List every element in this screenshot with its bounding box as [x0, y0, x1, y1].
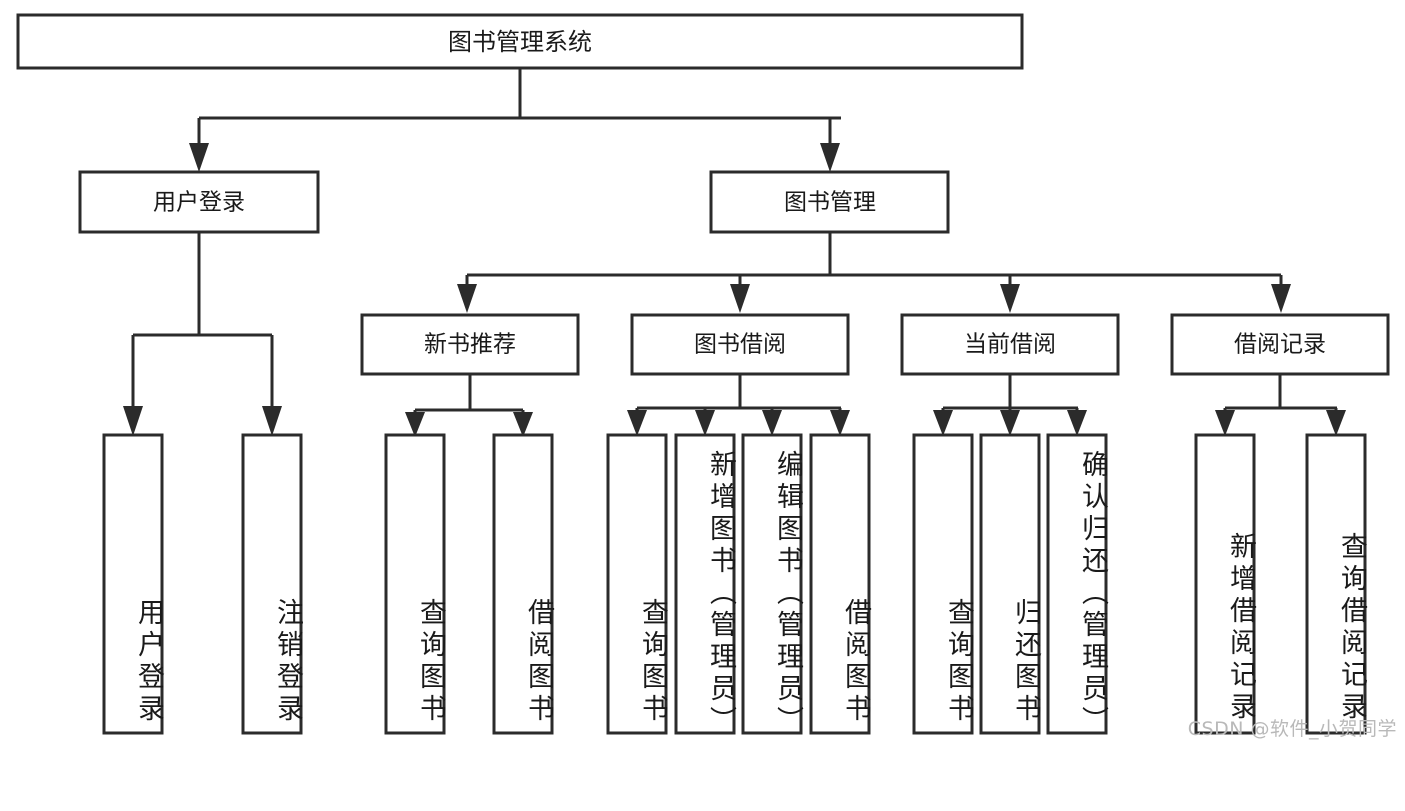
node-root-box[interactable]	[16, 13, 1024, 70]
leaf-box-user-login-1[interactable]	[102, 433, 164, 735]
node-book-management[interactable]: 图书管理	[709, 170, 950, 234]
arrowhead-leaf-book-borrow-1	[627, 410, 647, 436]
leaf-box-book-borrow-1[interactable]	[606, 433, 668, 735]
leaf-group-current-borrow	[912, 433, 1108, 735]
arrowhead-borrow-record	[1271, 284, 1291, 313]
arrowhead-book-borrow	[730, 284, 750, 313]
node-current-borrow-label: 当前借阅	[964, 332, 1056, 358]
node-root[interactable]: 图书管理系统	[16, 13, 1024, 70]
connector-group-root	[189, 68, 841, 172]
tree-diagram-canvas: 图书管理系统 用户登录 图书管理 新书推荐 图书借阅 当前借阅 借阅记录	[16, 13, 1390, 735]
leaf-group-new-book-recommend	[384, 433, 554, 735]
arrowhead-leaf-current-borrow-1	[933, 410, 953, 436]
connector-group-current-borrow	[933, 374, 1087, 436]
leaf-box-new-book-2[interactable]	[492, 433, 554, 735]
connector-group-borrow-record	[1215, 374, 1346, 436]
node-book-management-label: 图书管理	[784, 190, 876, 216]
leaf-box-borrow-record-1[interactable]	[1194, 433, 1256, 735]
connector-group-new-book	[405, 374, 533, 437]
arrowhead-leaf-book-borrow-2	[695, 410, 715, 436]
node-user-login-label: 用户登录	[153, 190, 245, 216]
node-current-borrow-box[interactable]	[900, 313, 1120, 376]
leaf-group-user-login	[102, 433, 303, 735]
arrowhead-user-login	[189, 143, 209, 172]
leaf-group-book-borrow	[606, 433, 871, 735]
connector-group-user-login	[123, 232, 282, 436]
arrowhead-book-mgmt	[820, 143, 840, 172]
arrowhead-leaf-new-book-1	[405, 412, 425, 437]
leaf-box-new-book-1[interactable]	[384, 433, 446, 735]
node-borrow-record[interactable]: 借阅记录	[1170, 313, 1390, 376]
arrowhead-leaf-book-borrow-4	[830, 410, 850, 436]
connector-group-book-borrow	[627, 374, 850, 436]
arrowhead-leaf-user-login-1	[123, 406, 143, 436]
connector-group-book-mgmt	[457, 232, 1291, 313]
node-new-book-recommend-label: 新书推荐	[424, 332, 516, 358]
node-book-borrow[interactable]: 图书借阅	[630, 313, 850, 376]
leaf-box-book-borrow-4[interactable]	[809, 433, 871, 735]
leaf-box-book-borrow-2[interactable]	[674, 433, 736, 735]
arrowhead-new-book	[457, 284, 477, 313]
leaf-box-user-login-2[interactable]	[241, 433, 303, 735]
node-new-book-recommend-box[interactable]	[360, 313, 580, 376]
node-borrow-record-box[interactable]	[1170, 313, 1390, 376]
arrowhead-leaf-current-borrow-2	[1000, 410, 1020, 436]
node-book-management-box[interactable]	[709, 170, 950, 234]
node-book-borrow-label: 图书借阅	[694, 332, 786, 358]
leaf-box-current-borrow-2[interactable]	[979, 433, 1041, 735]
arrowhead-leaf-borrow-record-1	[1215, 410, 1235, 436]
node-user-login-box[interactable]	[78, 170, 320, 234]
node-root-label: 图书管理系统	[448, 28, 592, 56]
leaf-box-current-borrow-1[interactable]	[912, 433, 974, 735]
arrowhead-leaf-borrow-record-2	[1326, 410, 1346, 436]
arrowhead-leaf-user-login-2	[262, 406, 282, 436]
leaf-box-book-borrow-3[interactable]	[741, 433, 803, 735]
arrowhead-leaf-book-borrow-3	[762, 410, 782, 436]
node-borrow-record-label: 借阅记录	[1234, 332, 1326, 358]
arrowhead-current-borrow	[1000, 284, 1020, 313]
node-current-borrow[interactable]: 当前借阅	[900, 313, 1120, 376]
leaf-box-current-borrow-3[interactable]	[1046, 433, 1108, 735]
arrowhead-leaf-current-borrow-3	[1067, 410, 1087, 436]
csdn-watermark: CSDN @软件_小贺同学	[1187, 718, 1397, 740]
arrowhead-leaf-new-book-2	[513, 412, 533, 437]
node-book-borrow-box[interactable]	[630, 313, 850, 376]
node-user-login[interactable]: 用户登录	[78, 170, 320, 234]
leaf-box-borrow-record-2[interactable]	[1305, 433, 1367, 735]
leaf-group-borrow-record	[1194, 433, 1367, 735]
node-new-book-recommend[interactable]: 新书推荐	[360, 313, 580, 376]
